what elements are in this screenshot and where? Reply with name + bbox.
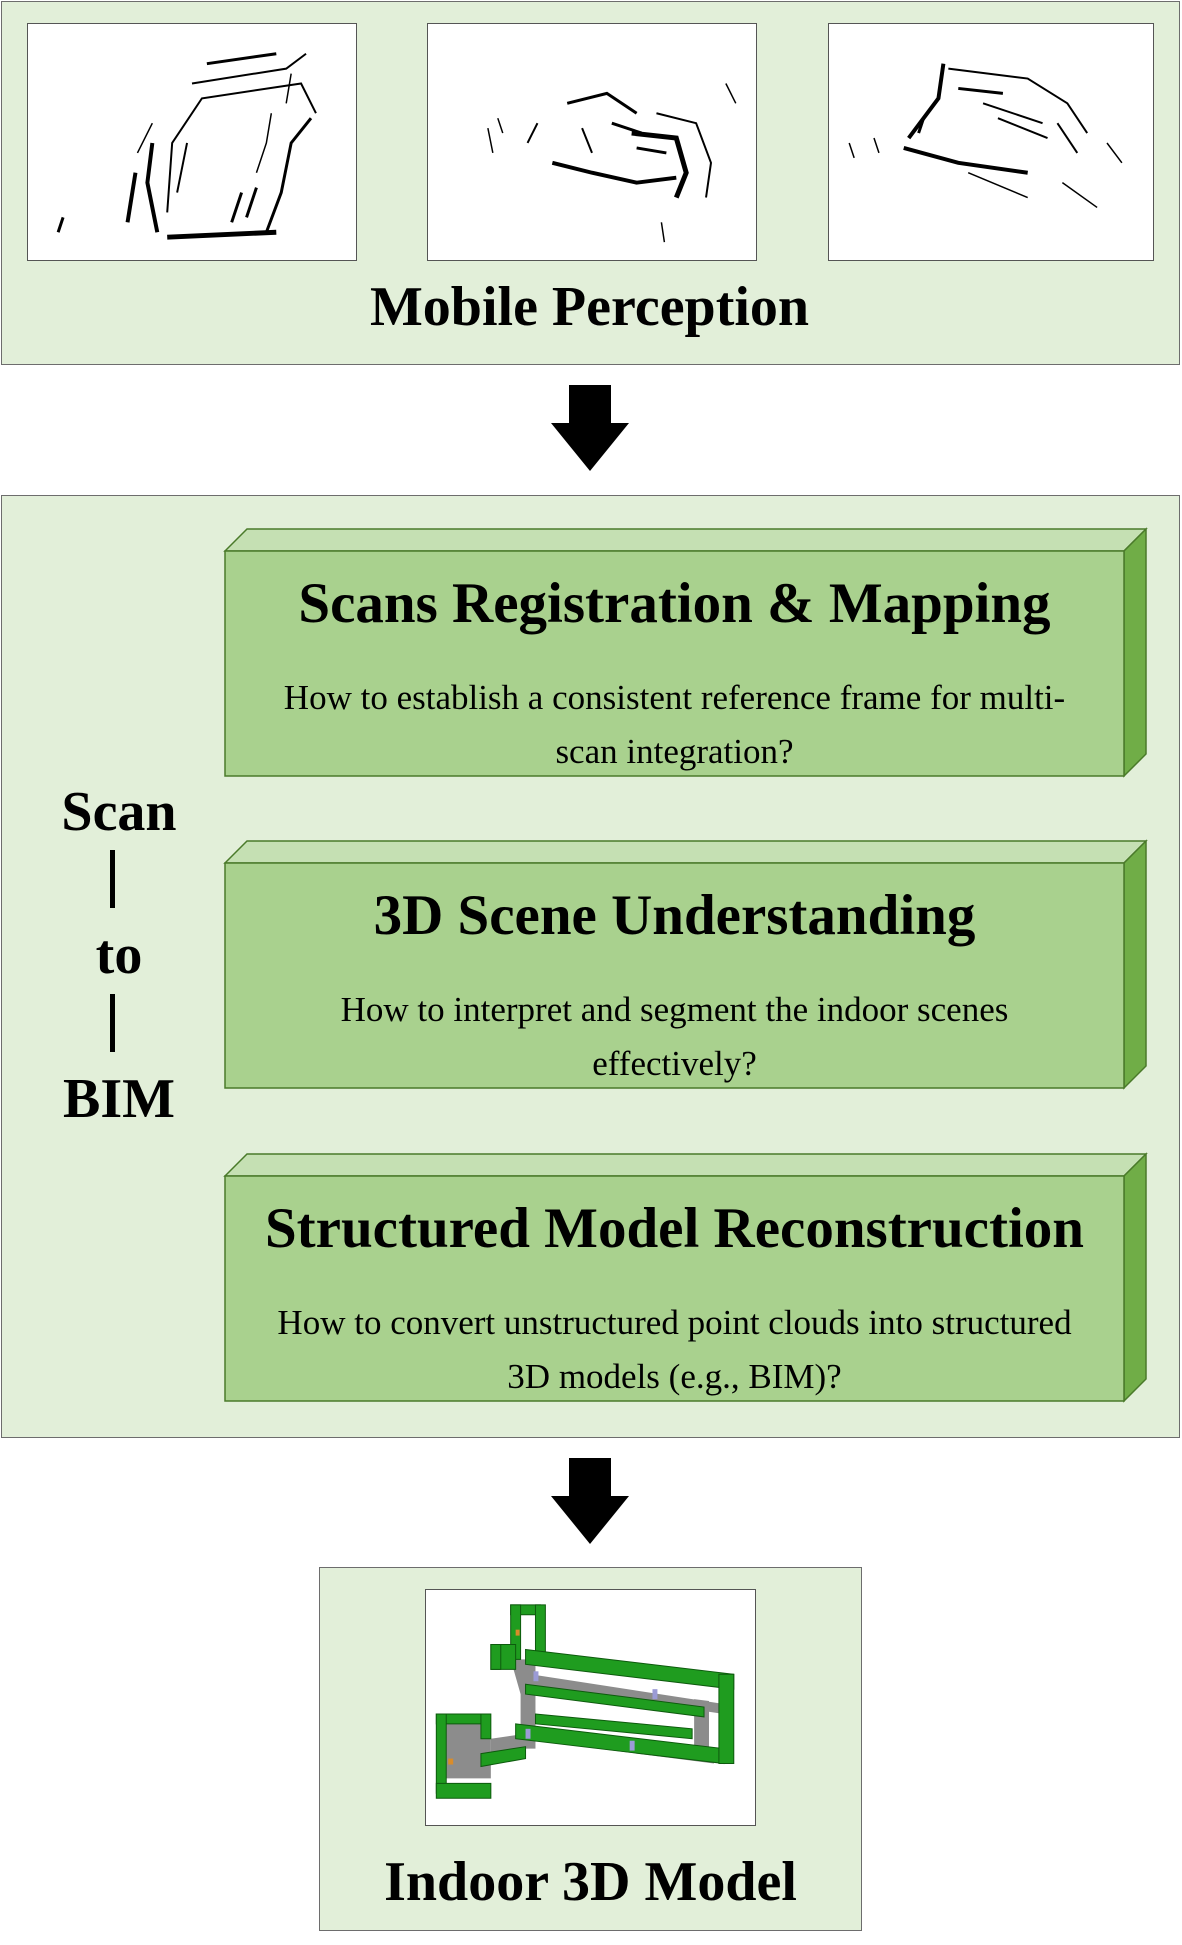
sidebar-divider [110,850,115,908]
sidebar-divider [110,994,115,1052]
sidebar-word-scan: Scan [61,781,177,843]
sidebar-word-to: to [95,924,143,986]
down-arrow-icon [549,1458,631,1551]
step-heading: Scans Registration & Mapping [298,572,1051,635]
mobile-perception-title: Mobile Perception [369,276,810,338]
step-heading: Structured Model Reconstruction [264,1197,1084,1260]
indoor-3d-model-title: Indoor 3D Model [384,1851,797,1913]
step-description: How to establish a consistent reference … [283,678,1066,771]
indoor-3d-model-image [425,1589,756,1826]
sidebar-word-bim: BIM [63,1068,175,1130]
step-description: How to convert unstructured point clouds… [277,1303,1072,1396]
step-description: How to interpret and segment the indoor … [340,990,1009,1083]
down-arrow-icon [549,385,631,478]
step-heading: 3D Scene Understanding [373,884,976,947]
point-cloud-scan-image [427,23,757,261]
point-cloud-scan-image [828,23,1154,261]
point-cloud-scan-image [27,23,357,261]
